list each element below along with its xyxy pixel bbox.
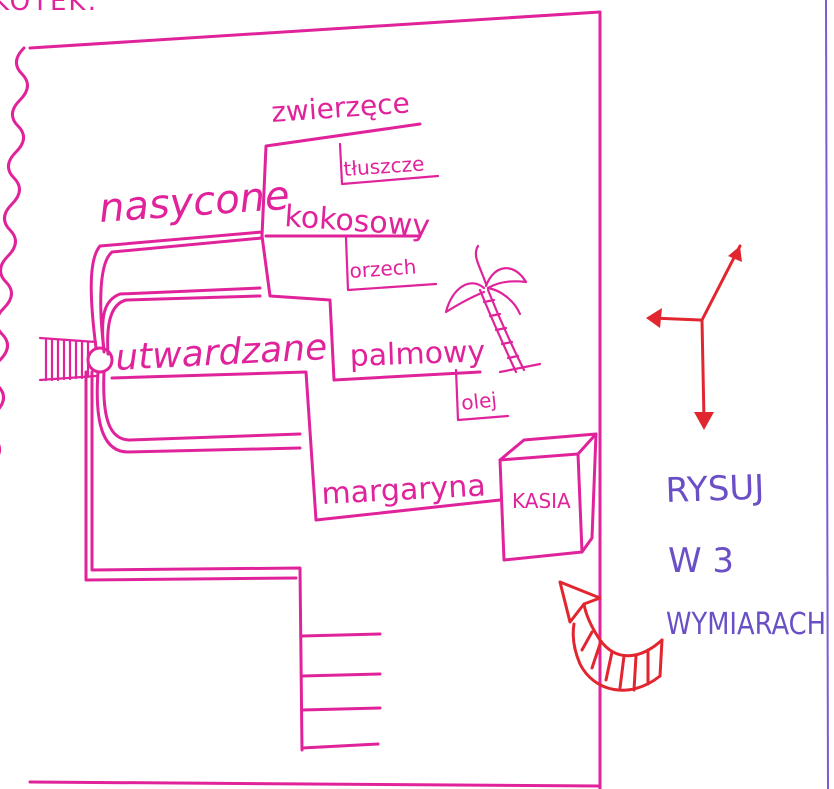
label-margaryna: margaryna xyxy=(321,468,487,512)
label-kasia: KASIA xyxy=(512,489,571,513)
branch-lines xyxy=(84,122,510,752)
note-line-2: W 3 xyxy=(668,541,734,581)
label-tluszcze: tłuszcze xyxy=(343,151,425,181)
frame-border xyxy=(0,10,602,789)
curved-arrow xyxy=(558,580,664,692)
note-line-3: WYMIARACH xyxy=(666,607,826,642)
label-palmowy: palmowy xyxy=(349,334,486,374)
palm-tree-drawing xyxy=(444,244,542,374)
kasia-box: KASIA xyxy=(498,432,598,562)
label-zwierzece: zwierzęce xyxy=(270,86,411,129)
note-line-1: RYSUJ xyxy=(665,468,765,511)
top-heading-text: KOTEK: xyxy=(0,0,98,17)
axes-3d-drawing xyxy=(646,244,742,430)
label-orzech: orzech xyxy=(349,254,417,283)
center-node xyxy=(86,346,114,374)
label-olej: olej xyxy=(460,387,498,415)
page-border-line xyxy=(825,0,829,789)
